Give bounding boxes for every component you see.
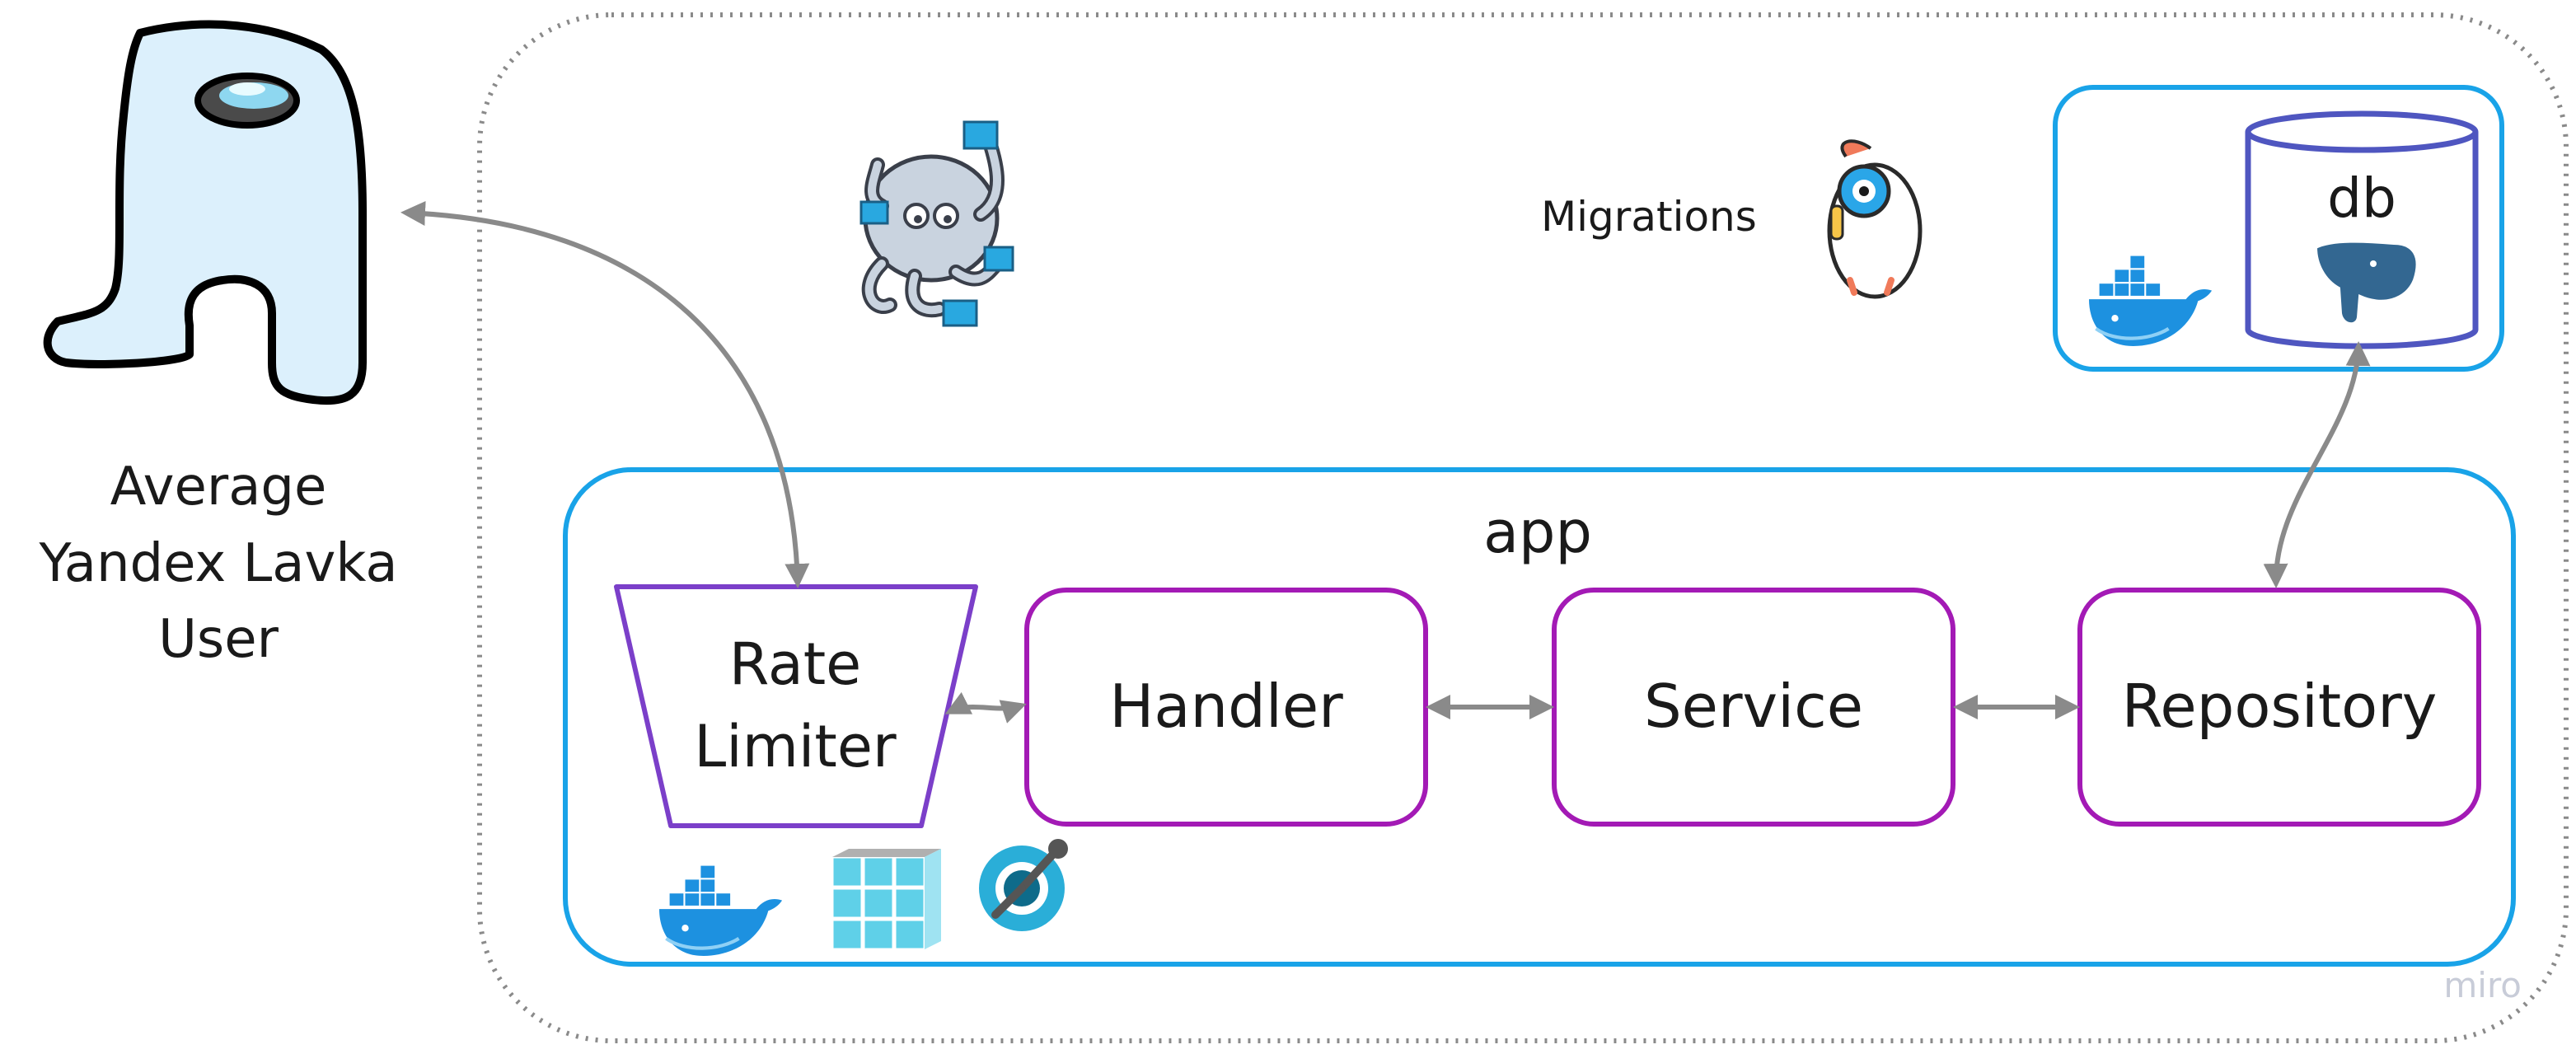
- service-label: Service: [1644, 672, 1863, 741]
- repository-label: Repository: [2122, 672, 2438, 741]
- user-icon: [43, 20, 367, 405]
- repository-box: [2077, 588, 2481, 827]
- docker-whale-icon: [659, 866, 782, 956]
- miro-watermark: miro: [2443, 965, 2522, 1005]
- swagger-openapi-icon: [979, 839, 1068, 931]
- postgresql-elephant-icon: [2313, 239, 2419, 326]
- migrations-label: Migrations: [1541, 193, 1757, 241]
- goose-migrations-icon: [1827, 139, 1923, 299]
- rate-limiter-shape: [614, 584, 978, 828]
- handler-label: Handler: [1109, 672, 1343, 741]
- app-container: [563, 467, 2516, 967]
- user-to-rate-limiter-arrow: [400, 201, 810, 588]
- docker-compose-octopus-icon: [859, 120, 1014, 327]
- user-label-line2: Yandex Lavka: [38, 533, 397, 594]
- repository-to-db-arrow: [2263, 341, 2371, 588]
- user-label-line3: User: [158, 609, 279, 670]
- redis-cube-icon: [831, 849, 941, 951]
- app-label: app: [1483, 499, 1592, 566]
- db-cylinder: [2245, 110, 2479, 349]
- docker-whale-icon: [2089, 256, 2212, 346]
- db-label: db: [2327, 166, 2396, 230]
- user-label-line1: Average: [110, 457, 327, 518]
- rate-limiter-label-line1: Rate: [729, 630, 862, 698]
- rate-limiter-label-line2: Limiter: [694, 713, 897, 780]
- rate-limiter-to-handler-arrow: [944, 691, 1027, 724]
